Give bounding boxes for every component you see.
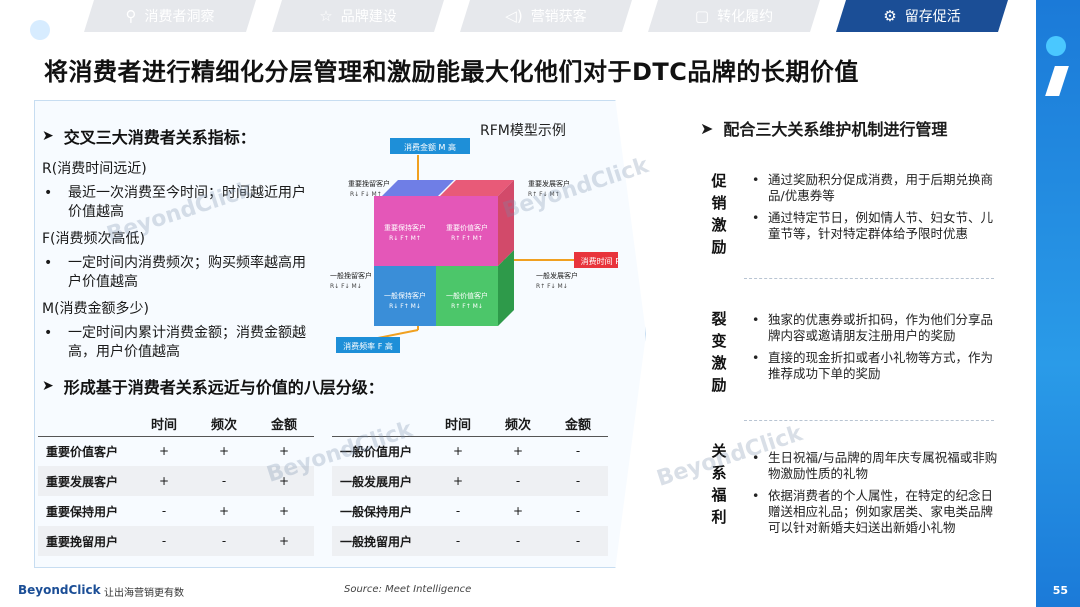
code-general-develop: R↑ F↓ M↓ (536, 283, 568, 290)
label-important-retain-top: 重要挽留客户 (348, 179, 390, 188)
mechanism-label-promotion: 促销激励 (711, 172, 727, 256)
axis-m-label: 消费金额 M 高 (404, 142, 456, 152)
mechanism-bullet: 通过奖励积分促成消费，用于后期兑换商品/优惠券等 (752, 172, 1002, 204)
code-important-retain-top: R↓ F↓ M↑ (350, 191, 382, 198)
section-heading-metrics: ➤ 交叉三大消费者关系指标： (42, 128, 256, 147)
code-important-value: R↑ F↑ M↑ (451, 235, 483, 242)
right-accent-strip (1036, 0, 1080, 607)
label-important-value: 重要价值客户 (446, 223, 488, 232)
label-general-develop: 一般发展客户 (536, 271, 578, 280)
col-header-frequency: 频次 (210, 418, 237, 434)
mechanism-bullet: 依据消费者的个人属性，在特定的纪念日赠送相应礼品；例如家居类、家电类品牌可以针对… (752, 488, 1002, 536)
corner-dot (30, 20, 50, 40)
rfm-cube-diagram: 消费金额 M 高 消费时间 R 近 消费频率 F 高 重要挽留客户 R↓ F↓ … (328, 130, 638, 360)
table-row: 一般挽留用户 - - - (332, 526, 608, 556)
star-badge-icon: ☆ (319, 7, 333, 25)
table-row: 一般发展用户 + - - (332, 466, 608, 496)
code-important-keep: R↓ F↑ M↑ (389, 235, 421, 242)
footer-brand-logo: BeyondClick (18, 583, 101, 597)
table-row: 重要挽留用户 - - + (38, 526, 314, 556)
tab-label: 消费者洞察 (144, 9, 215, 25)
person-search-icon: ⚲ (125, 7, 137, 25)
divider (744, 278, 994, 279)
code-important-develop: R↑ F↓ M↑ (528, 191, 560, 198)
cube-top-right-face (440, 180, 514, 196)
label-general-value: 一般价值客户 (446, 291, 488, 300)
label-important-keep: 重要保持客户 (384, 223, 426, 232)
page-title: 将消费者进行精细化分层管理和激励能最大化他们对于DTC品牌的长期价值 (44, 58, 859, 86)
divider (744, 420, 994, 421)
axis-m-label-box (390, 138, 470, 154)
metric-f-head: F(消费频次高低) (42, 231, 145, 247)
mechanism-bullet: 独家的优惠券或折扣码，作为他们分享品牌内容或邀请朋友注册用户的奖励 (752, 312, 1002, 344)
code-general-value: R↑ F↑ M↓ (451, 303, 483, 310)
label-general-retain: 一般挽留客户 (330, 271, 372, 280)
tab-conversion-fulfillment[interactable]: ▢ 转化履约 (648, 0, 820, 32)
mechanism-bullet: 生日祝福/与品牌的周年庆专属祝福或非购物激励性质的礼物 (752, 450, 1002, 482)
table-row: 重要保持用户 - + + (46, 504, 290, 519)
col-header-time: 时间 (444, 418, 471, 434)
mechanism-label-referral: 裂变激励 (711, 310, 727, 394)
metric-m-head: M(消费金额多少) (42, 301, 150, 317)
tab-label: 营销获客 (530, 9, 587, 25)
col-header-time: 时间 (150, 418, 177, 434)
tier-table-important: 时间 频次 金额 重要价值客户 + + + 重要发展客户 + - + 重要保持用… (38, 412, 314, 556)
tab-label: 留存促活 (904, 9, 961, 25)
metric-m-desc: 一定时间内累计消费金额；消费金额越高，用户价值越高 (42, 324, 310, 362)
table-row: 重要价值客户 + + + (46, 444, 290, 459)
user-settings-icon: ⚙ (883, 7, 897, 25)
tab-brand-building[interactable]: ☆ 品牌建设 (272, 0, 444, 32)
tab-label: 转化履约 (717, 9, 774, 25)
code-general-retain: R↓ F↓ M↓ (330, 283, 362, 290)
accent-dot (1046, 36, 1066, 56)
cube-important-value (436, 196, 498, 266)
table-row: 重要发展客户 + - + (38, 466, 314, 496)
tier-table-general: 时间 频次 金额 一般价值用户 + + - 一般发展用户 + - - 一般保持用… (332, 412, 608, 556)
right-panel-heading: ➤ 配合三大关系维护机制进行管理 (700, 118, 948, 140)
tab-retention-activation[interactable]: ⚙ 留存促活 (836, 0, 1008, 32)
cube-top-left-face (382, 180, 454, 196)
code-general-keep: R↓ F↑ M↓ (389, 303, 421, 310)
arrow-icon: ➤ (42, 378, 54, 394)
megaphone-icon: ◁) (505, 7, 523, 25)
axis-f-label: 消费频率 F 高 (343, 341, 393, 351)
box-icon: ▢ (694, 7, 710, 25)
label-general-keep: 一般保持客户 (384, 291, 426, 300)
col-header-amount: 金额 (564, 418, 591, 434)
cube-important-keep (374, 196, 436, 266)
rfm-title: RFM模型示例 (480, 123, 566, 139)
footer-slogan: 让出海营销更有数 (104, 588, 184, 599)
metric-f-desc: 一定时间内消费频次；购买频率越高用户价值越高 (42, 254, 310, 292)
cube-side-lower (498, 250, 514, 326)
axis-r-label: 消费时间 R 近 (581, 256, 618, 266)
cube-general-keep (374, 266, 436, 326)
cube-side-upper (498, 180, 514, 266)
tab-consumer-insight[interactable]: ⚲ 消费者洞察 (84, 0, 256, 32)
table-row: 一般保持用户 - + - (340, 504, 581, 519)
label-important-develop: 重要发展客户 (528, 179, 570, 188)
top-nav-tabs: ⚲ 消费者洞察 ☆ 品牌建设 ◁) 营销获客 ▢ 转化履约 ⚙ 留存促活 (84, 0, 1008, 32)
page-number: 55 (1052, 584, 1068, 597)
cube-general-value (436, 266, 498, 326)
table-row: 一般价值用户 + + - (340, 444, 581, 459)
rfm-cube-svg: 消费金额 M 高 消费时间 R 近 消费频率 F 高 重要挽留客户 R↓ F↓ … (330, 138, 638, 353)
tab-marketing-acquisition[interactable]: ◁) 营销获客 (460, 0, 632, 32)
arrow-icon: ➤ (42, 128, 54, 144)
mechanism-bullet: 通过特定节日，例如情人节、妇女节、儿童节等，针对特定群体给予限时优惠 (752, 210, 1002, 242)
col-header-amount: 金额 (270, 418, 297, 434)
tab-label: 品牌建设 (340, 9, 397, 25)
metric-r-desc: 最近一次消费至今时间；时间越近用户价值越高 (42, 184, 310, 222)
mechanism-label-relationship: 关系福利 (711, 442, 727, 526)
mechanism-bullet: 直接的现金折扣或者小礼物等方式，作为推荐成功下单的奖励 (752, 350, 1002, 382)
arrow-icon: ➤ (700, 118, 714, 138)
footer-source: Source: Meet Intelligence (344, 584, 472, 595)
axis-f-label-box (336, 337, 400, 353)
metric-r-head: R(消费时间远近) (42, 161, 147, 177)
col-header-frequency: 频次 (504, 418, 531, 434)
section-heading-tiers: ➤ 形成基于消费者关系远近与价值的八层分级： (42, 378, 384, 397)
accent-slash (1045, 66, 1069, 96)
